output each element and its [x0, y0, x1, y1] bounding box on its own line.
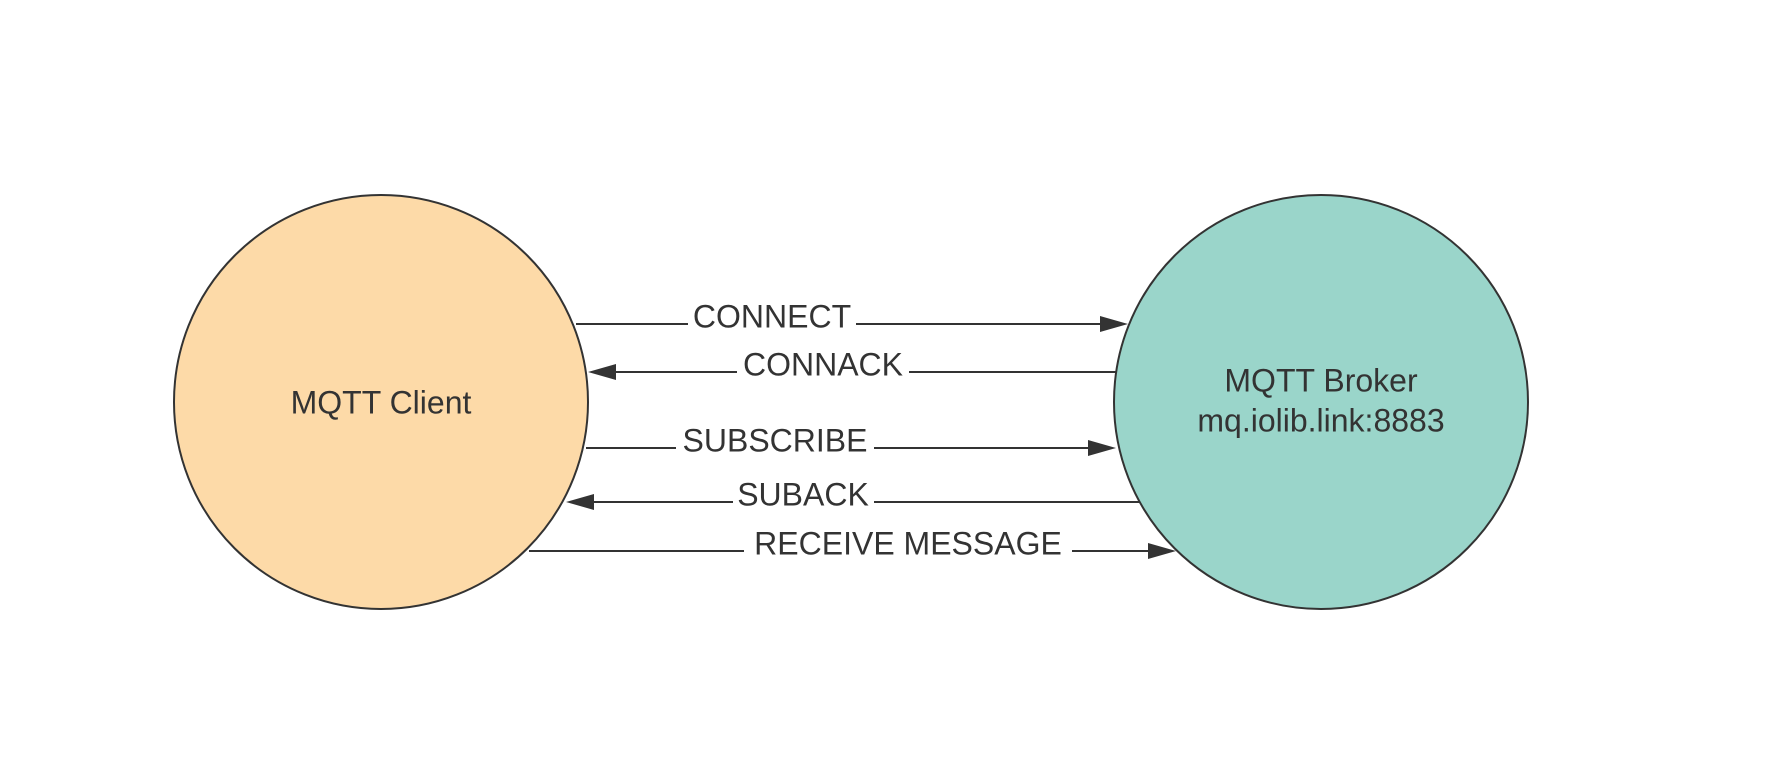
subscribe-arrowhead — [1088, 440, 1116, 456]
mqtt-broker-node — [1113, 194, 1529, 610]
message-connect: CONNECT — [576, 298, 1128, 334]
suback-label: SUBACK — [737, 476, 869, 512]
mqtt-client-node — [173, 194, 589, 610]
receive-arrowhead — [1148, 543, 1176, 559]
connack-arrowhead — [588, 364, 616, 380]
message-connack: CONNACK — [588, 346, 1116, 382]
message-receive-message: RECEIVE MESSAGE — [529, 525, 1176, 561]
connect-arrowhead — [1100, 316, 1128, 332]
mqtt-client-label: MQTT Client — [291, 384, 472, 420]
message-suback: SUBACK — [566, 476, 1140, 512]
connack-label: CONNACK — [743, 346, 903, 382]
suback-arrowhead — [566, 494, 594, 510]
mqtt-broker-address: mq.iolib.link:8883 — [1197, 402, 1444, 438]
mqtt-broker-label: MQTT Broker — [1224, 362, 1418, 398]
receive-message-label: RECEIVE MESSAGE — [754, 525, 1062, 561]
message-subscribe: SUBSCRIBE — [586, 422, 1116, 458]
subscribe-label: SUBSCRIBE — [683, 422, 868, 458]
connect-label: CONNECT — [693, 298, 851, 334]
